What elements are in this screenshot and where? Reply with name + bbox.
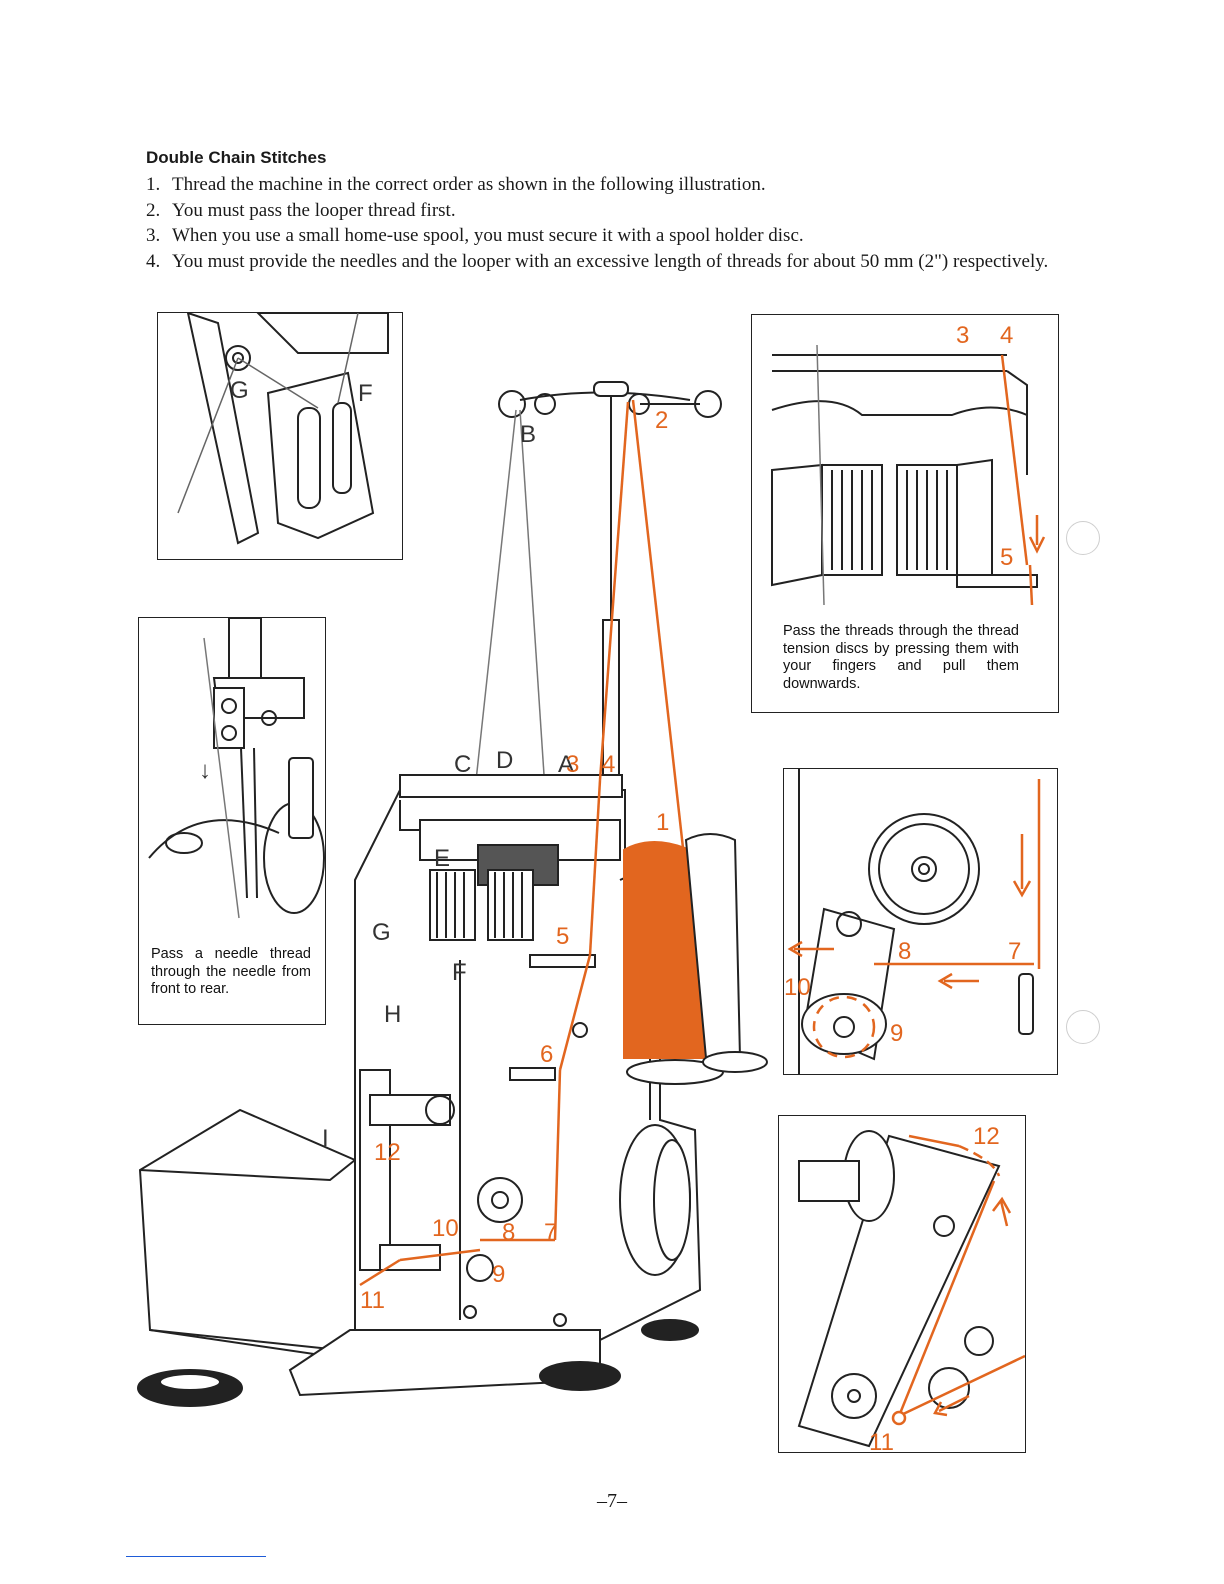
label-11: 11 (360, 1287, 385, 1314)
label-11-inset: 11 (869, 1429, 894, 1452)
panel-tension-discs: 3 4 5 Pass the threads through the threa… (751, 314, 1059, 713)
panel-looper-tension: 7 8 9 10 (783, 768, 1058, 1075)
down-arrow-icon: ↓ (199, 757, 211, 784)
label-6: 6 (540, 1041, 553, 1068)
label-1: 1 (656, 809, 669, 836)
label-10: 10 (432, 1215, 459, 1242)
label-7-inset: 7 (1008, 938, 1021, 965)
label-12: 12 (374, 1139, 401, 1166)
label-a: A (558, 751, 574, 778)
label-9-inset: 9 (890, 1020, 903, 1047)
binder-hole-top (1066, 521, 1100, 555)
label-g: G (372, 919, 391, 946)
list-item: 3.When you use a small home-use spool, y… (146, 225, 804, 246)
panel-looper-guide: G F (157, 312, 403, 560)
list-item: 4.You must provide the needles and the l… (146, 250, 1049, 272)
label-5: 5 (556, 923, 569, 950)
section-heading: Double Chain Stitches (146, 148, 327, 167)
label-b: B (520, 421, 536, 448)
page-number: –7– (597, 1490, 627, 1512)
label-3: 3 (566, 751, 579, 778)
label-9: 9 (492, 1261, 505, 1288)
label-8-inset: 8 (898, 938, 911, 965)
tension-caption: Pass the threads through the thread tens… (783, 623, 1019, 693)
label-3-inset: 3 (956, 322, 969, 349)
label-f: F (452, 959, 467, 986)
label-7: 7 (544, 1219, 557, 1246)
label-4: 4 (602, 751, 615, 778)
panel-needle-threading: ↓ Pass a needle thread through the needl… (138, 617, 326, 1025)
binder-hole-bottom (1066, 1010, 1100, 1044)
label-10-inset: 10 (784, 974, 811, 1001)
footer-rule (126, 1556, 266, 1557)
label-d: D (496, 747, 513, 774)
label-e: E (434, 845, 450, 872)
needle-caption: Pass a needle thread through the needle … (151, 946, 311, 999)
label-h: H (384, 1001, 401, 1028)
label-5-inset: 5 (1000, 544, 1013, 571)
label-8: 8 (502, 1219, 515, 1246)
label-4-inset: 4 (1000, 322, 1013, 349)
panel-looper-threading: 12 11 (778, 1115, 1026, 1453)
label-2: 2 (655, 407, 668, 434)
list-item: 2.You must pass the looper thread first. (146, 199, 456, 221)
instruction-list: 1.Thread the machine in the correct orde… (146, 172, 1056, 274)
label-g-inset: G (230, 377, 249, 404)
label-i: I (322, 1125, 329, 1152)
label-c: C (454, 751, 471, 778)
label-f-inset: F (358, 380, 373, 407)
label-12-inset: 12 (973, 1123, 1000, 1150)
list-item: 1.Thread the machine in the correct orde… (146, 174, 766, 195)
